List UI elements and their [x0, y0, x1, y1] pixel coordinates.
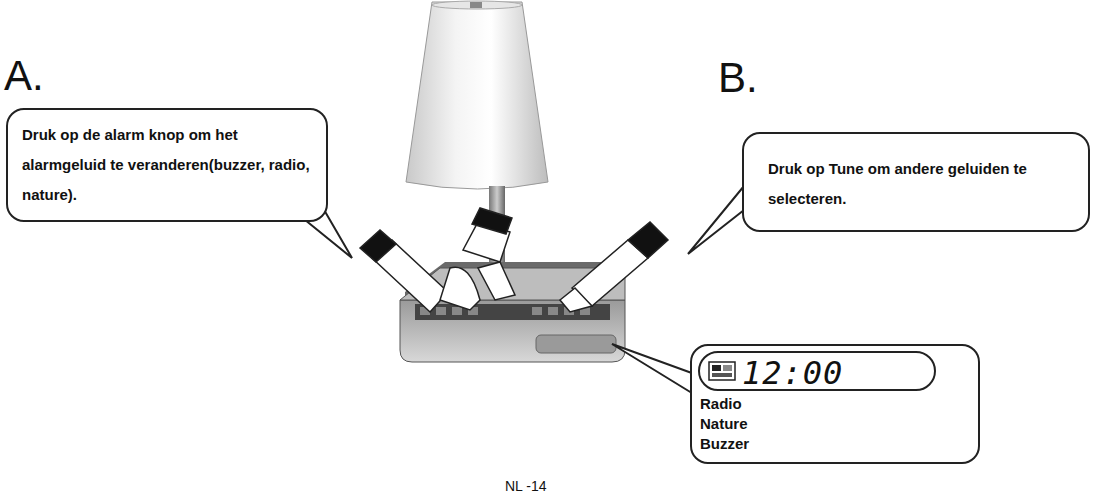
- sound-option: Radio: [692, 394, 978, 414]
- page-number: NL -14: [505, 478, 547, 494]
- instruction-text: Druk op de alarm knop om het alarmgeluid…: [8, 110, 326, 220]
- instruction-text: Druk op Tune om andere geluiden te selec…: [744, 134, 1088, 228]
- callout-letter: B.: [718, 54, 758, 102]
- callout-letter: A.: [4, 52, 44, 100]
- callout-bubble: B.Druk op Tune om andere geluiden te sel…: [742, 132, 1090, 232]
- bottom-pad: [692, 454, 978, 462]
- callout-bubble: A.Druk op de alarm knop om het alarmgelu…: [6, 108, 328, 222]
- sound-option: Buzzer: [692, 434, 978, 454]
- callout-bubble: RadioNatureBuzzer 12:00: [690, 344, 980, 464]
- lcd-display: 12:00: [698, 351, 936, 391]
- sound-option: Nature: [692, 414, 978, 434]
- clock-digits: 12:00: [742, 354, 843, 392]
- alarm-icon: [708, 360, 738, 384]
